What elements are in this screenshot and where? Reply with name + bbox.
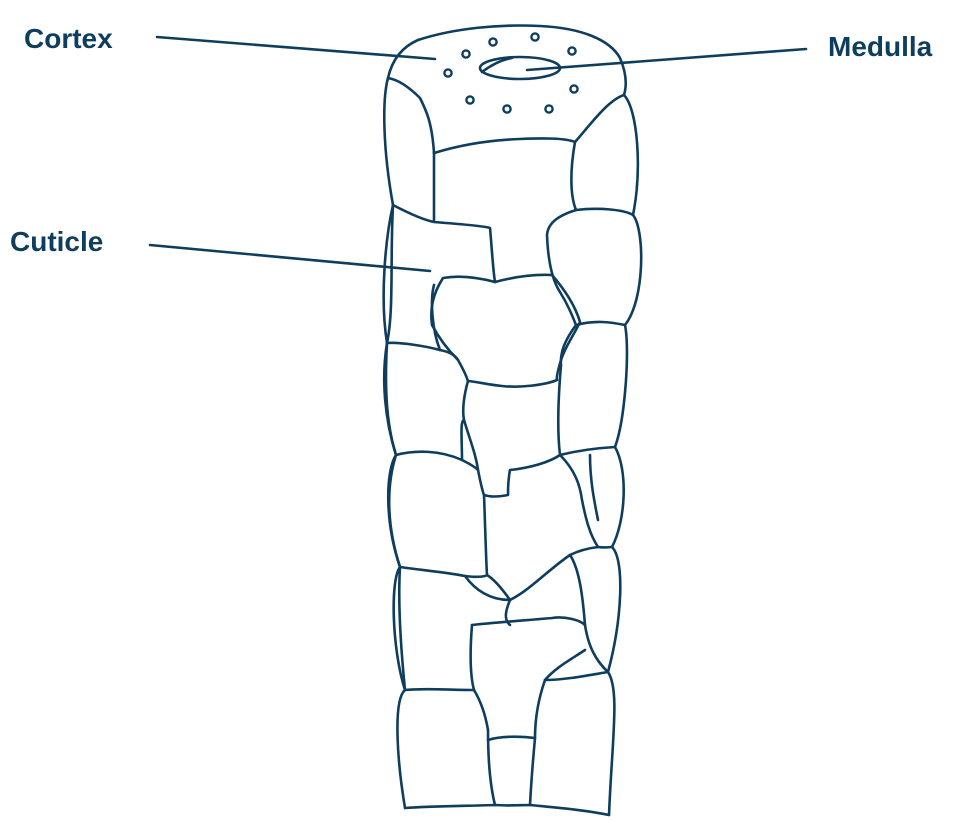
hair-shaft-cuticle-scales: [384, 78, 642, 815]
cortex-front-edge: [388, 78, 434, 153]
cuticle-label: Cuticle: [10, 226, 103, 257]
cuticle-leader-line: [150, 245, 430, 271]
cortex-leader-line: [157, 37, 435, 59]
medulla-label: Medulla: [828, 31, 933, 62]
cortex-label: Cortex: [24, 23, 113, 54]
leader-lines: [150, 37, 806, 271]
hair-cross-section: [388, 26, 626, 153]
